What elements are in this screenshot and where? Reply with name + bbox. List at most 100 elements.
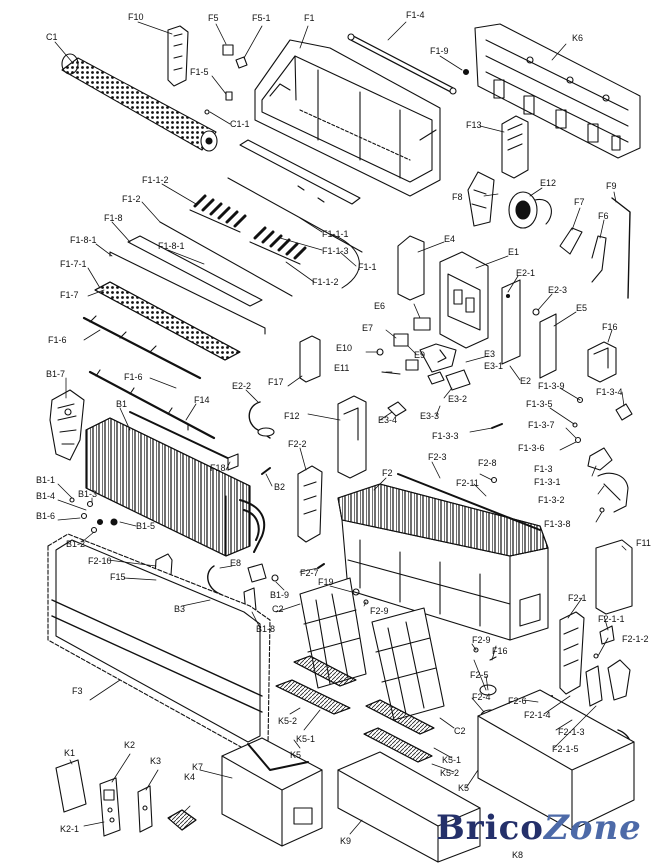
label-k8: K8 <box>512 850 523 860</box>
manual-k1 <box>55 759 87 813</box>
panel-f12 <box>337 395 367 479</box>
label-f13: F13 <box>466 120 482 130</box>
vane-bar-f1-1 <box>227 139 363 253</box>
air-filter-c2-right <box>371 607 445 721</box>
label-b1-7: B1-7 <box>46 369 65 379</box>
label-f2-4: F2-4 <box>472 692 491 702</box>
label-e2-1: E2-1 <box>516 268 535 278</box>
label-f1-6-a: F1-6 <box>48 335 67 345</box>
label-f9: F9 <box>606 181 617 191</box>
label-f2-1-2: F2-1-2 <box>622 634 649 644</box>
label-f8: F8 <box>452 192 463 202</box>
label-k9: K9 <box>340 836 351 846</box>
label-f1-8-1-a: F1-8-1 <box>70 235 97 245</box>
label-e3-3: E3-3 <box>420 411 439 421</box>
label-f14: F14 <box>194 395 210 405</box>
label-f2-10: F2-10 <box>88 556 112 566</box>
label-f1-7: F1-7 <box>60 290 79 300</box>
label-e11: E11 <box>334 363 349 373</box>
label-k5-a: K5 <box>290 750 301 760</box>
holder-k3 <box>137 785 153 833</box>
label-f17: F17 <box>268 377 284 387</box>
part-k4 <box>167 809 197 831</box>
label-f1-4: F1-4 <box>406 10 425 20</box>
label-c1: C1 <box>46 32 58 42</box>
label-f1-1-3: F1-1-3 <box>322 246 349 256</box>
strip-k5-1-left <box>293 655 357 687</box>
label-f5: F5 <box>208 13 219 23</box>
label-k5-2-a: K5-2 <box>278 716 297 726</box>
label-f1-9: F1-9 <box>430 46 449 56</box>
label-e2-2: E2-2 <box>232 381 251 391</box>
label-f1-1-2: F1-1-2 <box>142 175 169 185</box>
swing-parts-f1-3 <box>491 396 633 513</box>
label-e5: E5 <box>576 303 587 313</box>
label-f1-1-2-b: F1-1-2 <box>312 277 339 287</box>
part-f18 <box>227 453 239 471</box>
label-f2-8: F2-8 <box>478 458 497 468</box>
label-f1-3-2: F1-3-2 <box>538 495 565 505</box>
label-f16-b: F16 <box>492 646 508 656</box>
remote-k2 <box>99 777 121 837</box>
strip-f1-6-lower <box>88 369 216 440</box>
main-body-f2 <box>337 483 549 641</box>
label-c2-b: C2 <box>454 726 466 736</box>
label-k3: K3 <box>150 756 161 766</box>
label-f1-8: F1-8 <box>104 213 123 223</box>
label-e12: E12 <box>540 178 556 188</box>
mesh-panel-f1-7 <box>94 281 241 361</box>
label-e10: E10 <box>336 343 352 353</box>
label-f16: F16 <box>602 322 618 332</box>
electrical-box-e4 <box>397 235 425 301</box>
label-k5-b: K5 <box>458 783 469 793</box>
label-k7: K7 <box>192 762 203 772</box>
mounting-plate-k6 <box>474 23 641 159</box>
label-f10: F10 <box>128 12 144 22</box>
label-c2-a: C2 <box>272 604 284 614</box>
pcb-e2 <box>501 279 521 365</box>
parts-f2-1-x <box>585 625 632 759</box>
label-b1-9: B1-9 <box>270 590 289 600</box>
leader-lines <box>54 21 627 835</box>
cover-f17 <box>299 335 321 383</box>
panel-f2-2 <box>297 465 323 543</box>
cover-e5 <box>539 313 557 379</box>
label-f1-3-1: F1-3-1 <box>534 477 561 487</box>
wire-f9 <box>611 197 631 299</box>
front-panel-f3 <box>47 533 271 753</box>
label-e7: E7 <box>362 323 373 333</box>
label-b1-6: B1-6 <box>36 511 55 521</box>
label-f1-3-9: F1-3-9 <box>538 381 565 391</box>
label-e4: E4 <box>444 234 455 244</box>
label-k4: K4 <box>184 772 195 782</box>
label-f1-3-4: F1-3-4 <box>596 387 623 397</box>
evaporator-b1 <box>85 417 266 557</box>
label-k6: K6 <box>572 33 583 43</box>
panel-f2-1 <box>559 611 585 695</box>
box-f16 <box>587 341 617 383</box>
part-labels: F10 F5 F5-1 F1 F1-4 K6 C1 F1-5 F1-9 C1-1… <box>36 10 651 860</box>
bracket-f10 <box>167 25 189 87</box>
label-f2-6: F2-6 <box>508 696 527 706</box>
label-b1-1: B1-1 <box>36 475 55 485</box>
label-f1-3-7: F1-3-7 <box>528 420 555 430</box>
roller-f1-4 <box>347 33 457 95</box>
label-f18: F18 <box>210 463 226 473</box>
label-f2-2: F2-2 <box>288 439 307 449</box>
label-f1-3-3: F1-3-3 <box>432 431 459 441</box>
logo-part-zone: Zone <box>543 808 642 848</box>
label-e3-1: E3-1 <box>484 361 503 371</box>
louver-cluster-upper <box>189 194 247 233</box>
bricozone-logo: BricoZone <box>436 808 664 858</box>
panel-f1-8 <box>127 235 263 307</box>
label-f2: F2 <box>382 468 393 478</box>
sensor-cable-e2-2 <box>248 401 275 439</box>
label-b1-5: B1-5 <box>136 521 155 531</box>
label-f2-5: F2-5 <box>470 670 489 680</box>
label-f2-1-3: F2-1-3 <box>558 727 585 737</box>
label-b1: B1 <box>116 399 127 409</box>
label-e3: E3 <box>484 349 495 359</box>
label-f2-1-4: F2-1-4 <box>524 710 551 720</box>
label-f1-2: F1-2 <box>122 194 141 204</box>
